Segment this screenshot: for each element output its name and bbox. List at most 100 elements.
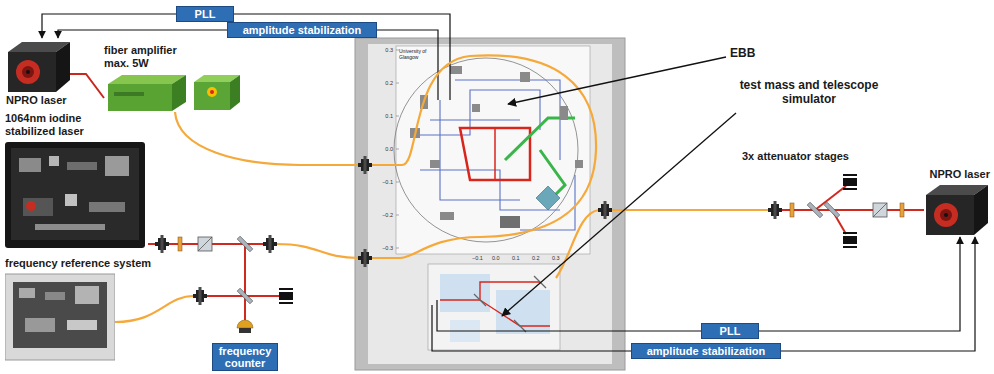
- laser-aperture: [944, 213, 948, 217]
- control-line: [42, 14, 176, 38]
- optical-bench-drawing: [450, 66, 462, 74]
- optical-bench-drawing: [410, 80, 575, 230]
- box-label: frequency counter: [217, 345, 273, 369]
- optical-bench-drawing: [560, 106, 568, 120]
- instrument-box: frequency counter: [212, 343, 278, 371]
- callout-label: test mass and telescope simulator: [732, 78, 886, 106]
- laser-aperture: [26, 201, 36, 211]
- optics: [790, 203, 794, 217]
- laser-device: NPRO laser: [6, 38, 72, 107]
- optical-bench-drawing: [420, 170, 560, 210]
- optics: [598, 201, 612, 219]
- device-label: NPRO laser: [922, 168, 990, 181]
- axis-tick: 0.1: [370, 113, 393, 119]
- bench-panel: [368, 44, 612, 364]
- leader-line: [508, 57, 726, 104]
- optical-component: [49, 156, 59, 166]
- bench-panel: [396, 50, 399, 51]
- optical-bench-drawing: [536, 186, 560, 210]
- control-line: [58, 30, 227, 38]
- optics: [824, 202, 840, 218]
- bench-panel: [394, 58, 578, 242]
- optical-component: [23, 198, 53, 216]
- device-label: frequency reference system: [5, 257, 155, 270]
- optical-fiber: [276, 244, 359, 258]
- optical-component: [89, 202, 125, 212]
- test-mass-simulator-drawing: [474, 294, 486, 306]
- leader-line: [502, 113, 736, 316]
- axis-tick: −0.1: [370, 179, 393, 185]
- box-label: PLL: [181, 8, 229, 20]
- axis-tick: −0.3: [370, 245, 393, 251]
- optical-bench-drawing: [430, 119, 520, 120]
- axis-tick: −0.2: [370, 212, 393, 218]
- optics: [155, 156, 904, 305]
- optical-component: [75, 286, 99, 304]
- laser-housing: [8, 52, 56, 92]
- callout-label: EBB: [730, 46, 755, 60]
- laser-housing: [926, 195, 974, 235]
- optical-fiber: [115, 55, 769, 322]
- optical-component: [67, 162, 97, 170]
- photodetector: [237, 320, 253, 333]
- key-switch: [207, 87, 217, 97]
- axis-tick: 0.0: [492, 255, 500, 261]
- optics: [263, 235, 277, 253]
- optical-bench-drawing: [430, 160, 440, 168]
- laser-aperture: [26, 70, 30, 74]
- control-wire: [437, 300, 730, 331]
- optics: [358, 249, 372, 267]
- optical-fiber: [70, 74, 104, 98]
- control-line: [759, 237, 960, 331]
- optical-bench-drawing: [410, 66, 583, 228]
- optics: [768, 201, 782, 219]
- leader-line: [502, 57, 736, 316]
- optics: [198, 237, 212, 251]
- test-mass-simulator-drawing: [440, 274, 490, 312]
- optics: [178, 237, 182, 251]
- test-mass-simulator-drawing: [428, 264, 560, 350]
- bench-panel: [396, 248, 399, 249]
- optical-component: [25, 318, 55, 332]
- breadboard: [13, 282, 107, 348]
- control-wire: [302, 30, 438, 100]
- optics: [843, 232, 857, 248]
- optics: [843, 174, 857, 190]
- laser-device: NPRO laser: [922, 168, 990, 237]
- amp-illustration: [104, 70, 244, 112]
- axis-tick: 0.2: [532, 255, 540, 261]
- optical-fiber: [556, 210, 599, 278]
- control-line: [781, 237, 975, 351]
- iodine-illustration: [5, 138, 145, 250]
- bench-panel: [396, 50, 399, 248]
- npro-illustration: [6, 38, 72, 94]
- optical-bench-drawing: [500, 216, 520, 228]
- photodetector: [237, 320, 253, 328]
- optical-component: [19, 158, 41, 172]
- optical-fiber: [371, 55, 596, 258]
- optics: [807, 202, 823, 218]
- optics: [155, 235, 169, 253]
- optical-bench-drawing: [440, 100, 520, 200]
- optical-component: [65, 194, 77, 206]
- optical-fiber: [175, 112, 359, 165]
- axis-tick: 0.3: [552, 255, 560, 261]
- axis-tick: 0.2: [370, 80, 393, 86]
- test-mass-simulator-drawing: [474, 276, 546, 332]
- bench-panel: [396, 149, 399, 150]
- bench-panel: [396, 215, 399, 216]
- optics: [900, 203, 904, 217]
- control-wire: [205, 14, 730, 351]
- optical-bench-drawing: [494, 128, 496, 180]
- optics: [873, 203, 887, 217]
- amplifier-detail: [114, 92, 144, 96]
- optical-component: [45, 292, 65, 300]
- optical-component: [35, 224, 105, 230]
- laser-aperture: [934, 203, 958, 227]
- axis-tick: 0.1: [512, 255, 520, 261]
- optical-fiber: [115, 296, 194, 322]
- axis-tick: 0.0: [370, 146, 393, 152]
- ref-illustration: [5, 270, 115, 362]
- control-box: PLL: [701, 323, 759, 339]
